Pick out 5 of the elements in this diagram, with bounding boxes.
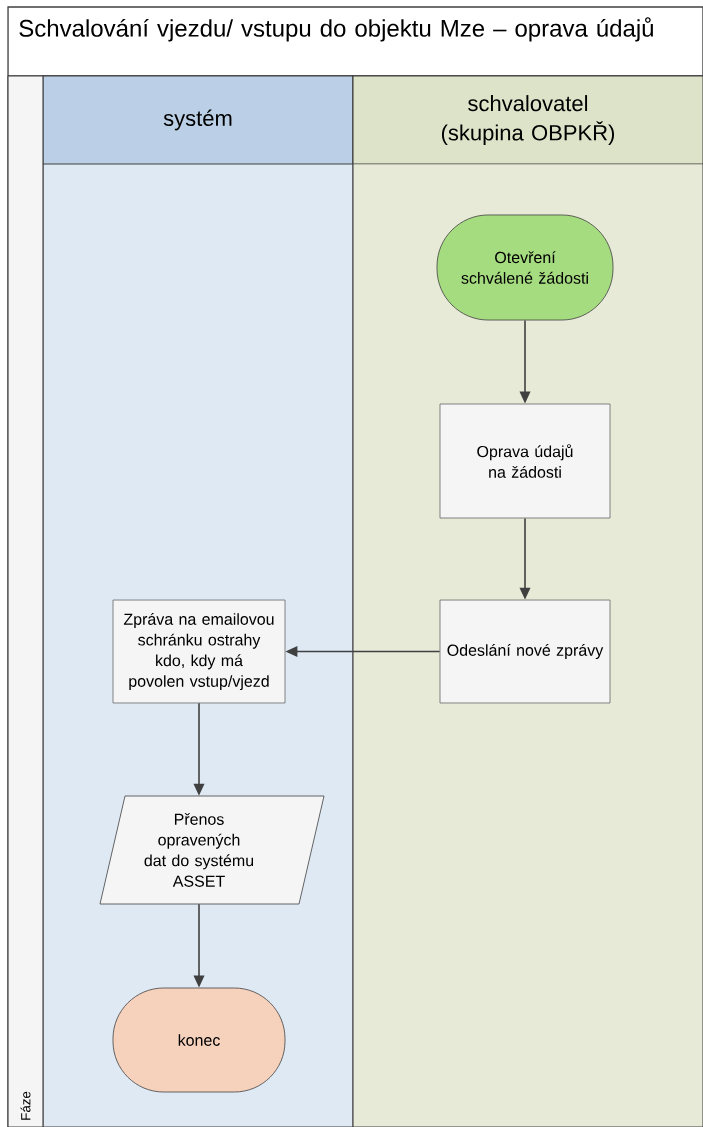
process-box: Odeslání nové zprávy — [439, 599, 611, 704]
process-box: Oprava údajů na žádosti — [439, 403, 611, 519]
phase-band: Fáze — [7, 75, 44, 1127]
process-box: Zpráva na emailovou schránku ostrahy kdo, kdy má povolen vstup/vjezd — [112, 599, 286, 704]
data-parallelogram: Přenos opravených dat do systému ASSET — [99, 795, 325, 905]
